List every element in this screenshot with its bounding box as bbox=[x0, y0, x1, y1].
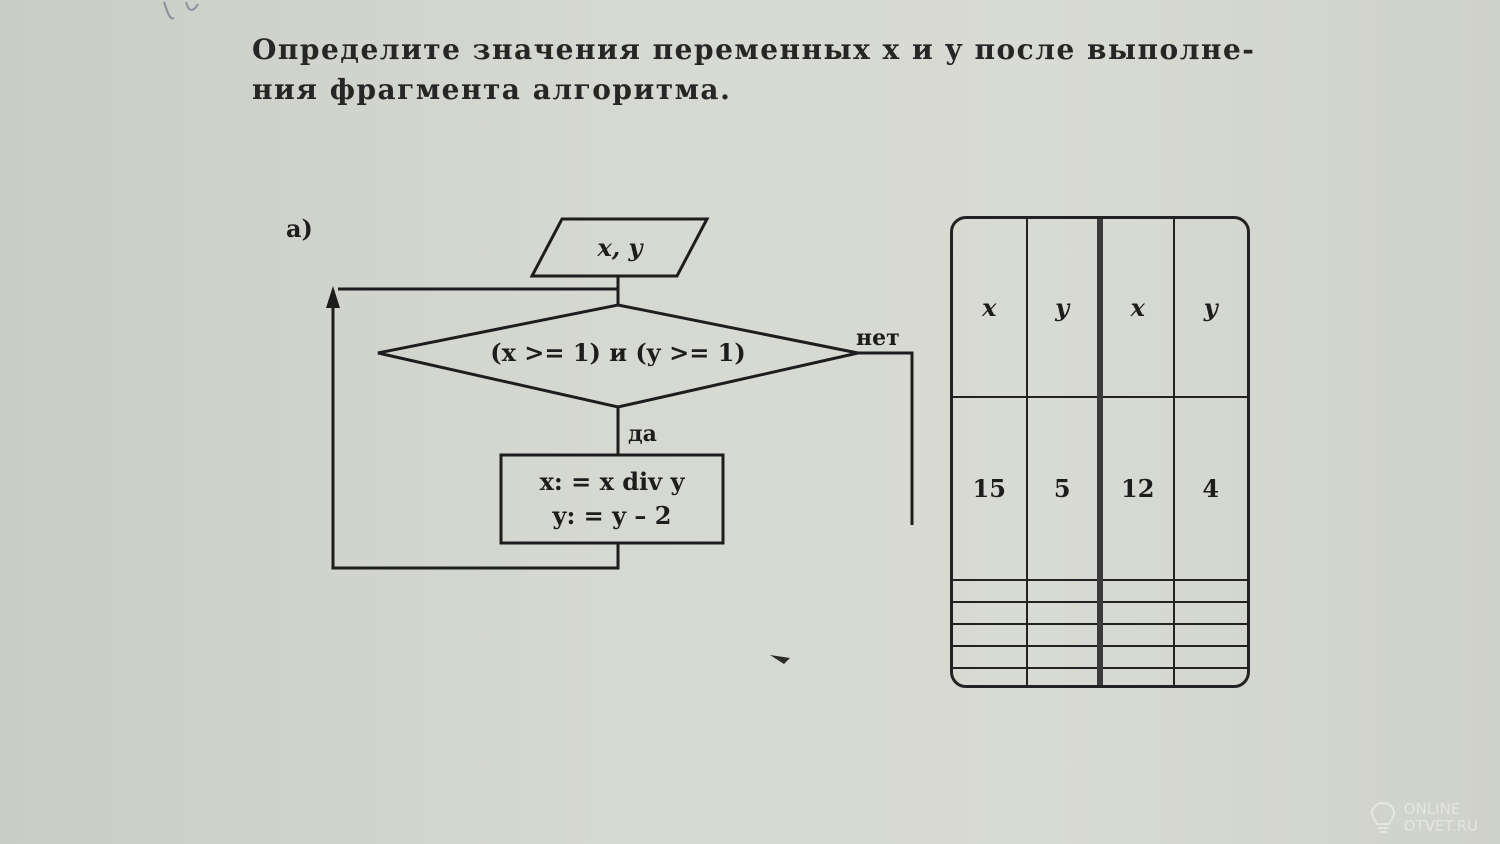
table-cell bbox=[953, 600, 1028, 625]
table-cell bbox=[1099, 645, 1175, 670]
table-cell bbox=[953, 645, 1028, 670]
table-header-cell: x bbox=[953, 219, 1028, 398]
watermark-text: ONLINE OTVET.RU bbox=[1404, 801, 1478, 835]
table-header-cell: x bbox=[1099, 219, 1175, 398]
table-row bbox=[953, 667, 1247, 685]
part-label: а) bbox=[286, 214, 313, 243]
yes-label: да bbox=[628, 421, 657, 447]
connector-no bbox=[858, 351, 914, 525]
table-cell bbox=[1025, 578, 1103, 603]
table-cell bbox=[1099, 622, 1175, 648]
table-cell bbox=[953, 622, 1028, 648]
input-block bbox=[529, 217, 710, 278]
task-line-1: Определите значения переменных x и y пос… bbox=[252, 33, 1256, 66]
table-cell: 4 bbox=[1172, 395, 1247, 581]
table-row bbox=[953, 600, 1247, 625]
table-cell bbox=[1172, 578, 1247, 603]
action-line-2: y: = y – 2 bbox=[552, 501, 672, 530]
table-cell bbox=[1099, 667, 1175, 685]
table-cell bbox=[1172, 645, 1247, 670]
trace-table: x y x y 15 5 12 4 bbox=[950, 216, 1250, 688]
table-cell: 5 bbox=[1025, 395, 1103, 581]
table-cell bbox=[953, 578, 1028, 603]
watermark: ONLINE OTVET.RU bbox=[1368, 800, 1478, 836]
table-cell bbox=[1172, 667, 1247, 685]
loop-back-line bbox=[331, 292, 620, 570]
loop-arrowhead bbox=[326, 286, 340, 308]
pencil-mark bbox=[770, 655, 790, 664]
table-header-cell: y bbox=[1025, 219, 1103, 398]
table-row bbox=[953, 578, 1247, 603]
no-label: нет bbox=[856, 325, 900, 351]
action-block bbox=[499, 453, 725, 545]
table-cell bbox=[1099, 600, 1175, 625]
table-cell bbox=[953, 667, 1028, 685]
task-text: Определите значения переменных x и y пос… bbox=[252, 30, 1272, 110]
table-cell: 15 bbox=[953, 395, 1028, 581]
action-line-1: x: = x div y bbox=[540, 467, 686, 496]
table-cell: 12 bbox=[1099, 395, 1175, 581]
table-row bbox=[953, 645, 1247, 670]
table-header-row: x y x y bbox=[953, 219, 1247, 398]
table-cell bbox=[1099, 578, 1175, 603]
lightbulb-icon bbox=[1370, 801, 1395, 833]
table-cell bbox=[1172, 600, 1247, 625]
table-row bbox=[953, 622, 1247, 648]
table-cell bbox=[1025, 667, 1103, 685]
table-header-cell: y bbox=[1172, 219, 1247, 398]
table-cell bbox=[1172, 622, 1247, 648]
input-text: x, y bbox=[597, 233, 645, 262]
task-line-2: ния фрагмента алгоритма. bbox=[252, 73, 732, 106]
watermark-line-1: ONLINE bbox=[1403, 800, 1461, 818]
table-row: 15 5 12 4 bbox=[953, 395, 1247, 581]
condition-text: (x >= 1) и (y >= 1) bbox=[490, 338, 745, 367]
pen-mark bbox=[163, 1, 199, 20]
table-cell bbox=[1025, 645, 1103, 670]
table-cell bbox=[1025, 600, 1103, 625]
table-cell bbox=[1025, 622, 1103, 648]
watermark-line-2: OTVET.RU bbox=[1403, 817, 1478, 835]
